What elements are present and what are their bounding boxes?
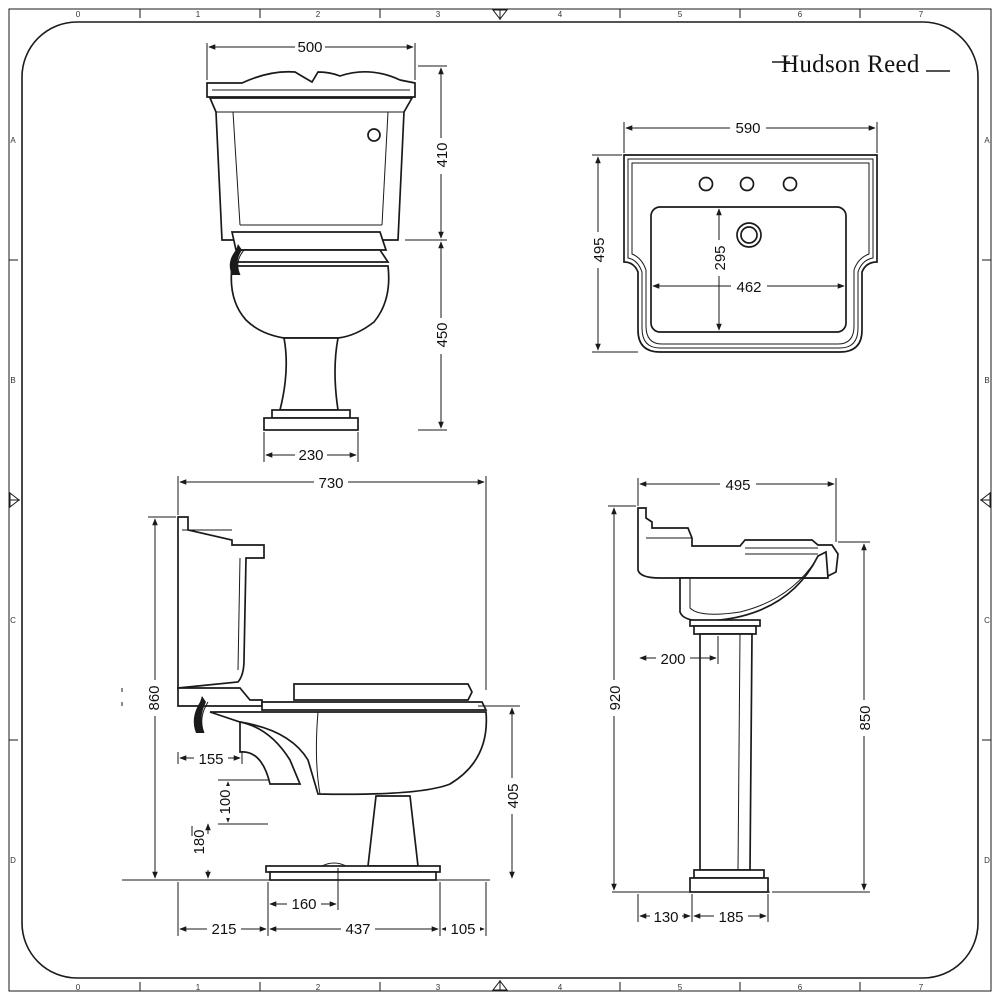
col-ref-7-bottom: 7 bbox=[919, 983, 924, 992]
col-ref-1-bottom: 1 bbox=[196, 983, 201, 992]
dim-side-105: 105 bbox=[450, 921, 475, 938]
col-ref-6-bottom: 6 bbox=[798, 983, 803, 992]
toilet-side-view bbox=[121, 516, 490, 881]
dim-side-180: 180 bbox=[191, 829, 208, 854]
dim-side-overall-length: 730 bbox=[318, 475, 343, 492]
row-ref-d-right: D bbox=[984, 856, 990, 865]
row-ref-a-right: A bbox=[984, 136, 990, 145]
row-ref-a-left: A bbox=[10, 136, 16, 145]
col-ref-2: 2 bbox=[316, 10, 321, 19]
dim-pedestal-130: 130 bbox=[653, 909, 678, 926]
col-ref-2-bottom: 2 bbox=[316, 983, 321, 992]
col-ref-4: 4 bbox=[558, 10, 563, 19]
brand-name: Hudson Reed bbox=[781, 51, 920, 78]
dim-side-100: 100 bbox=[217, 789, 234, 814]
dim-basin-depth: 495 bbox=[591, 237, 608, 262]
dim-side-160: 160 bbox=[291, 896, 316, 913]
dim-front-cistern-height: 410 bbox=[434, 142, 451, 167]
col-ref-6: 6 bbox=[798, 10, 803, 19]
dim-side-pan-height: 405 bbox=[505, 783, 522, 808]
brand-logo: Hudson Reed bbox=[772, 51, 950, 78]
row-ref-b-right: B bbox=[984, 376, 989, 385]
dim-front-pan-height: 450 bbox=[434, 322, 451, 347]
dim-pedestal-200: 200 bbox=[660, 651, 685, 668]
dim-pedestal-depth: 495 bbox=[725, 477, 750, 494]
row-ref-b-left: B bbox=[10, 376, 15, 385]
pedestal-basin-side-view bbox=[612, 507, 839, 893]
dim-basin-bowl-depth: 295 bbox=[712, 245, 729, 270]
dim-basin-width: 590 bbox=[735, 120, 760, 137]
dim-side-437: 437 bbox=[345, 921, 370, 938]
col-ref-0: 0 bbox=[76, 10, 81, 19]
col-ref-3: 3 bbox=[436, 10, 441, 19]
row-ref-d-left: D bbox=[10, 856, 16, 865]
grid-reference-ticks bbox=[9, 9, 991, 991]
dim-pedestal-overall-height: 920 bbox=[607, 685, 624, 710]
dim-basin-bowl-width: 462 bbox=[736, 279, 761, 296]
basin-plan-dimensions: 590 495 462 295 bbox=[589, 118, 878, 353]
col-ref-5: 5 bbox=[678, 10, 683, 19]
col-ref-5-bottom: 5 bbox=[678, 983, 683, 992]
column-refs-top: 0 1 2 3 4 5 6 7 bbox=[76, 10, 924, 19]
column-refs-bottom: 0 1 2 3 4 5 6 7 bbox=[76, 983, 924, 992]
pedestal-basin-dimensions: 495 200 920 850 130 185 bbox=[605, 476, 874, 926]
col-ref-1: 1 bbox=[196, 10, 201, 19]
row-ref-c-left: C bbox=[10, 616, 16, 625]
basin-plan-view bbox=[623, 154, 878, 353]
side-view-dimensions: 730 860 155 100 180 405 160 bbox=[145, 473, 522, 938]
row-ref-c-right: C bbox=[984, 616, 990, 625]
col-ref-3-bottom: 3 bbox=[436, 983, 441, 992]
dim-side-overall-height: 860 bbox=[146, 685, 163, 710]
dim-side-155: 155 bbox=[198, 751, 223, 768]
dim-pedestal-185: 185 bbox=[718, 909, 743, 926]
dim-pedestal-rim-height: 850 bbox=[857, 705, 874, 730]
front-view-dimensions: 500 410 450 230 bbox=[206, 38, 451, 464]
dim-front-cistern-width: 500 bbox=[297, 39, 322, 56]
row-refs: A B C D A B C D bbox=[10, 136, 990, 865]
col-ref-0-bottom: 0 bbox=[76, 983, 81, 992]
col-ref-7: 7 bbox=[919, 10, 924, 19]
dim-side-215: 215 bbox=[211, 921, 236, 938]
toilet-front-view bbox=[206, 70, 416, 431]
col-ref-4-bottom: 4 bbox=[558, 983, 563, 992]
dim-front-base-width: 230 bbox=[298, 447, 323, 464]
